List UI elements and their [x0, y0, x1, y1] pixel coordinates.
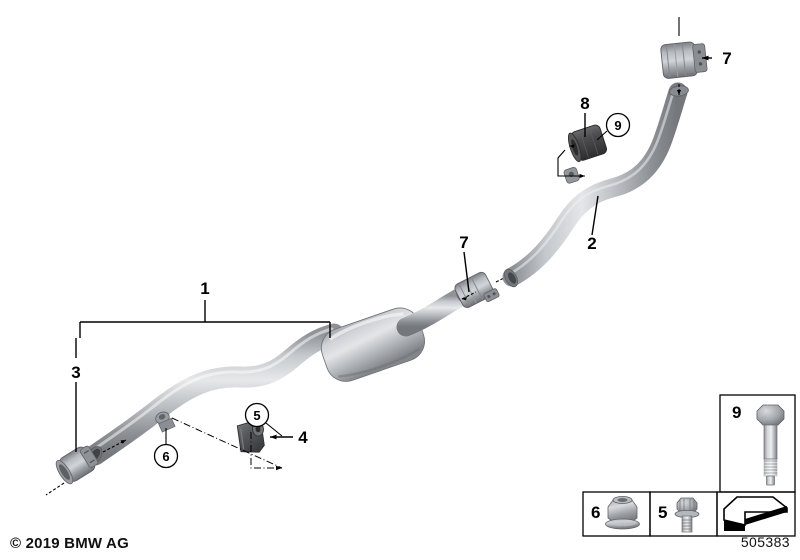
pipe-weld-stud	[155, 411, 176, 433]
direction-arrow-icon	[723, 496, 788, 531]
callout-label-7-rear: 7	[722, 49, 731, 68]
drawing-number: 505383	[741, 534, 790, 550]
callout-label-3: 3	[71, 363, 80, 382]
flange-nut-icon	[605, 495, 640, 530]
hex-bolt-long-icon	[756, 404, 785, 486]
callout-label-8: 8	[580, 94, 589, 113]
legend-cell-5: 5	[649, 491, 718, 537]
copyright-notice: © 2019 BMW AG	[10, 535, 129, 552]
rear-pipe-coupler	[660, 17, 708, 95]
callout-circle-9	[605, 112, 631, 138]
callout-2-group: 2	[587, 195, 599, 253]
legend-label-5: 5	[658, 503, 667, 522]
callout-4-group: 4	[298, 428, 308, 447]
rubber-mounting-bushing	[557, 124, 608, 179]
copyright-text: © 2019 BMW AG	[10, 535, 129, 552]
exhaust-hanger-bracket	[236, 419, 293, 453]
callout-1-group: 1	[79, 279, 331, 338]
legend-label-6: 6	[591, 503, 600, 522]
hex-flange-bolt-icon	[674, 497, 700, 533]
callout-5-group: 5	[244, 402, 283, 437]
callout-3-group: 3	[71, 338, 81, 452]
legend-cell-arrow	[716, 491, 796, 537]
callout-label-2: 2	[587, 234, 596, 253]
assembly-reference-line	[171, 417, 283, 471]
rear-exhaust-pipe	[502, 82, 689, 288]
callout-label-5: 5	[253, 408, 260, 423]
front-pipe-clamp	[45, 439, 127, 496]
callout-label-9: 9	[614, 118, 621, 133]
legend-cell-6: 6	[582, 491, 651, 537]
centre-pipe-coupler	[454, 271, 511, 308]
drawing-number-group: 505383	[741, 534, 790, 550]
callout-9-group: 9	[596, 112, 631, 141]
front-exhaust-pipe	[84, 323, 345, 466]
callout-label-6: 6	[162, 449, 169, 464]
callout-circle-5	[244, 402, 270, 428]
callout-label-7-centre: 7	[459, 233, 468, 252]
callout-label-4: 4	[298, 428, 308, 447]
callout-6-group: 6	[153, 428, 179, 469]
callout-7-centre-group: 7	[459, 233, 470, 293]
legend-label-9: 9	[732, 403, 741, 422]
callout-8-group: 8	[580, 94, 590, 137]
callout-7-rear-group: 7	[702, 49, 732, 68]
callout-circle-6	[153, 443, 179, 469]
legend-cell-9: 9	[719, 394, 796, 493]
callout-label-1: 1	[200, 279, 209, 298]
